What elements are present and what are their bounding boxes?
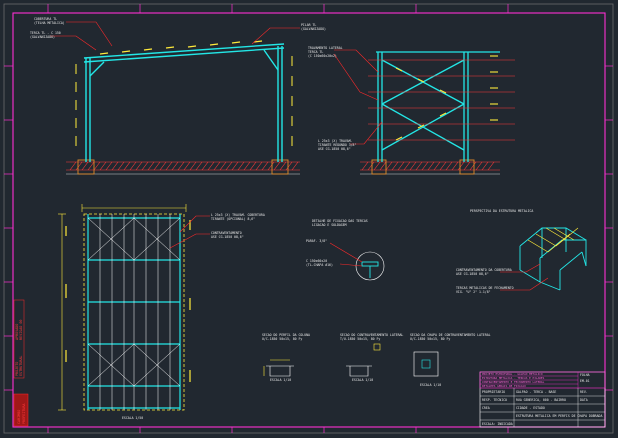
iso-leaders: [500, 263, 549, 291]
side-brace-markers: [395, 55, 498, 141]
title-notes: ESTRUTURA METALICA EM PERFIS DE CHAPA DO…: [516, 414, 602, 418]
purlin-connection-detail: DETALHE DE FIXACAO DAS TERCAS LIGACAO E …: [306, 219, 385, 281]
side-stamp-line-1: PROJETO: [15, 362, 19, 376]
front-elevation: COBERTURA TL (TELHA METALICA) TERCA TL -…: [30, 17, 326, 175]
roof-plan: L 25x3 (X) TRAVAM. COBERTURA TIRANTE (OP…: [58, 204, 265, 420]
title-header-row-2: ESTRUTURA METALICA - TERCAS E PILARES: [482, 376, 545, 380]
section-1-dim: [263, 359, 290, 376]
bottom-left-stamp: CARIMBO PREFEITURA: [13, 393, 29, 427]
section-details: SECAO DO PERFIL DA COLUNA U/C-1850 50x15…: [262, 333, 491, 387]
title-address-2: CIDADE - ESTADO: [516, 406, 545, 410]
side-stamp-line-4: REVISAO 00: [19, 320, 23, 340]
brace-note: L 25x3 (X) TRAVAM.: [318, 139, 353, 143]
iso-title: PERSPECTIVA DA ESTRUTURA METALICA: [470, 209, 533, 213]
roof-purlins: [99, 40, 263, 55]
plan-x-bracing: [87, 217, 181, 387]
purlin-note-sub: (GALVANIZADO): [30, 35, 55, 39]
section-3-shape: [413, 351, 439, 377]
plan-dimensions: [58, 204, 191, 411]
bottom-stamp-line-2: PREFEITURA: [22, 404, 26, 424]
front-leaders: [50, 21, 300, 51]
title-address-1: RUA GENERICA, 000 - BAIRRO: [516, 398, 566, 402]
sheet-border: [3, 3, 614, 434]
plan-leaders: [169, 215, 210, 249]
iso-note-1-sub: ASE CG-1850 08,6": [456, 272, 489, 276]
title-owner: PROPRIETARIO: [482, 390, 505, 394]
section-2-sub: T/U-1850 50x15, 80 Fy: [340, 337, 380, 341]
side-stamp-line-2: ESTRUTURAL: [19, 356, 23, 376]
section-2-shape: [346, 365, 372, 377]
section-3-sub: U/C-1850 50x15, 80 Fy: [410, 337, 450, 341]
iso-note-2-sub: VIG. "U" 2" 1.1/8": [456, 290, 491, 294]
section-1-scale: ESCALA 1/10: [270, 378, 291, 382]
section-3-scale: ESCALA 1/10: [420, 383, 441, 387]
plan-scale: ESCALA 1/50: [122, 416, 143, 420]
side-stamp-line-3: APROVADO: [15, 324, 19, 340]
title-project: GALPAO - TERCA - BASE: [516, 390, 556, 394]
side-footing-right: [459, 159, 475, 175]
detail-section: C 150x60x20: [306, 259, 327, 263]
side-foundation-hatch: [360, 161, 500, 175]
title-header-row-3: CONTRAVENTAMENTO E FECHAMENTO LATERAL: [482, 380, 545, 384]
detail-title: DETALHE DE FIXACAO DAS TERCAS: [312, 219, 368, 223]
plan-note-2-sub: ASE CG-1850 08,6": [211, 235, 244, 239]
side-purlin-sub1: TERCA TL: [308, 50, 323, 54]
section-2-scale: ESCALA 1/10: [352, 378, 373, 382]
section-1-sub: U/C-1850 50x15, 80 Fy: [262, 337, 302, 341]
front-column-dimensions: [75, 56, 293, 146]
section-1-title: SECAO DO PERFIL DA COLUNA: [262, 333, 310, 337]
title-sheet-id: EM-01: [580, 379, 590, 383]
title-stamp: CREA: [482, 406, 490, 410]
title-header-row-1: PROJETO ESTRUTURAL - GALPAO METALICO: [482, 372, 543, 376]
detail-section-sub: (TL-CHAPA #16): [306, 263, 333, 267]
title-block: PROJETO ESTRUTURAL - GALPAO METALICO EST…: [479, 371, 606, 428]
side-leaders: [333, 49, 383, 145]
plan-note-2: CONTRAVENTAMENTO: [211, 231, 242, 235]
detail-title-sub: LIGACAO E SOLDAGEM: [312, 223, 347, 227]
side-elevation: TRAVAMENTO LATERAL TERCA TL (C 150x60x20…: [308, 46, 515, 175]
border-grid-ticks: [4, 4, 613, 433]
section-3-title: SECAO DA CHAPA DE CONTRAVENTAMENTO LATER…: [410, 333, 491, 337]
isometric-view: PERSPECTIVA DA ESTRUTURA METALICA CONTRA…: [456, 209, 587, 294]
title-scale-box: ESCALA: INDICADA: [482, 422, 513, 426]
iso-note-1: CONTRAVENTAMENTO DA COBERTURA: [456, 268, 512, 272]
side-footing-left: [371, 159, 387, 175]
footing-right: [271, 159, 289, 175]
section-2-title: SECAO DO CONTRAVENTAMENTO LATERAL: [340, 333, 403, 337]
roof-note: COBERTURA TL: [34, 17, 57, 21]
roof-rafter: [83, 43, 285, 59]
iso-note-2: TERCAS METALICAS DE FECHAMENTO: [456, 286, 514, 290]
side-purlin-note: TRAVAMENTO LATERAL: [308, 46, 343, 50]
column-note: PILAR TL: [301, 23, 316, 27]
column-note-sub: (GALVANIZADO): [301, 27, 326, 31]
plan-note-1-sub: TIRANTE (OPCIONAL) 8,6": [211, 217, 255, 221]
left-side-stamp: PROJETO ESTRUTURAL APROVADO REVISAO 00: [13, 299, 25, 379]
side-girts: [368, 59, 515, 141]
side-purlin-sub2: (C 150x60x20x2): [308, 54, 337, 58]
iso-purlins: [527, 227, 579, 253]
title-header-row-4: DETALHES GERAIS DE FIXACAO: [482, 384, 526, 388]
title-engineer: RESP. TECNICO: [482, 398, 507, 402]
title-revision-label: REV.: [580, 390, 588, 394]
roof-note-sub: (TELHA METALICA): [34, 21, 65, 25]
brace-note-sub1: TIRANTE REDONDO 3/8": [318, 143, 356, 147]
section-1-shape: [266, 365, 294, 377]
bottom-stamp-line-1: CARIMBO: [17, 410, 21, 424]
plan-purlins: [99, 214, 171, 410]
title-date-label: DATA: [580, 398, 588, 402]
purlin-note: TERCA TL - C 150: [30, 31, 61, 35]
title-sheet-label: FOLHA: [580, 373, 590, 377]
plan-note-1: L 25x3 (X) TRAVAM. COBERTURA: [211, 213, 265, 217]
detail-bolt: PARAF. 3/8": [306, 239, 327, 243]
front-foundation-hatch: [66, 161, 300, 175]
brace-note-sub2: ASE CG-1850 08,6": [318, 147, 351, 151]
